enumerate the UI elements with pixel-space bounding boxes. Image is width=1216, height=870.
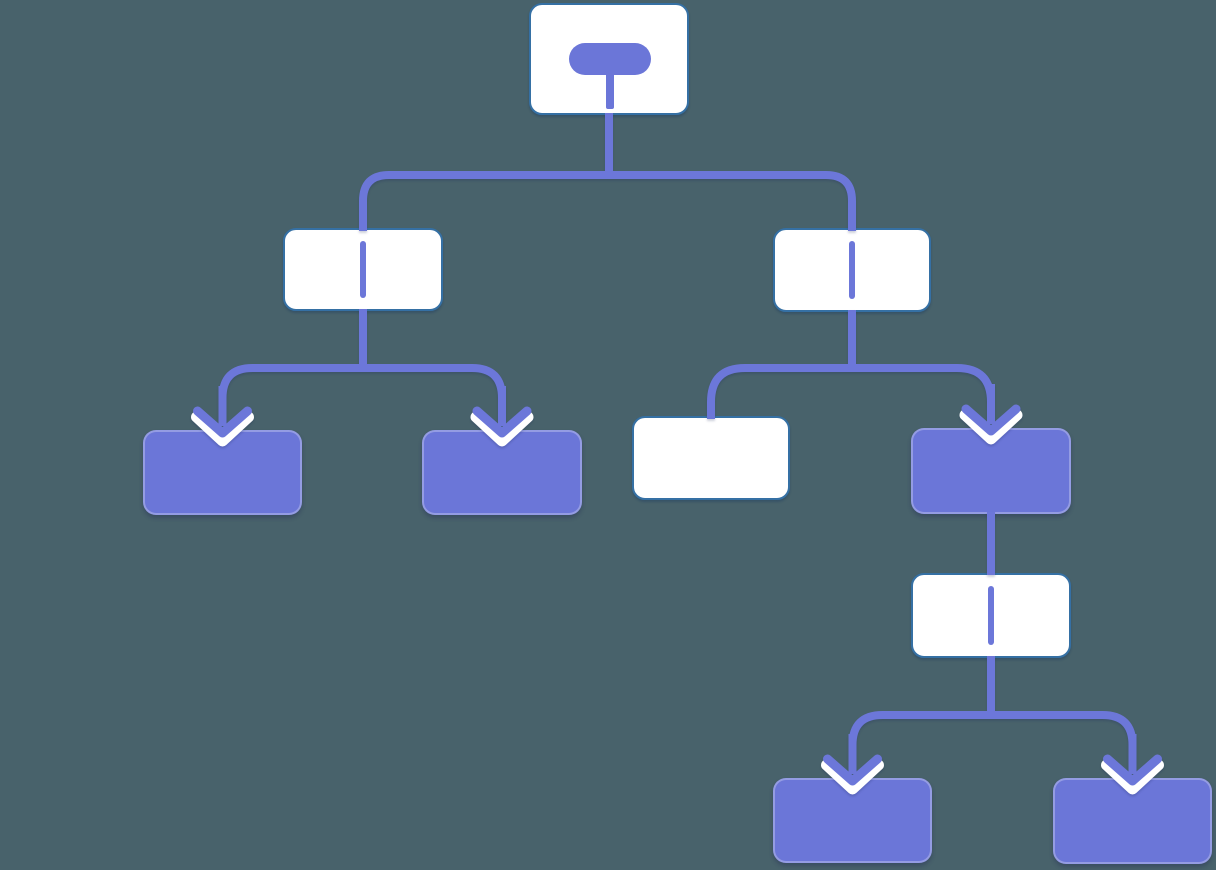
chevron-white-stroke	[821, 759, 884, 795]
chevron-double-down-icon	[821, 734, 884, 795]
chevron-white-stroke	[470, 411, 534, 447]
root-pill-icon	[569, 43, 651, 109]
pass-through-line-icon	[988, 586, 994, 645]
chevron-purple-stroke	[193, 406, 252, 438]
connector-branch-left-children[interactable]	[218, 309, 506, 426]
connector-branch-lower-children[interactable]	[848, 656, 1137, 774]
chevron-double-down-icon	[959, 384, 1023, 445]
leaf-node-5[interactable]	[1053, 778, 1212, 864]
root-node[interactable]	[529, 3, 689, 115]
chevron-purple-stroke	[823, 754, 882, 786]
pass-through-line-icon	[360, 241, 366, 298]
connector-root-children[interactable]	[359, 113, 856, 231]
chevron-white-stroke	[1101, 759, 1164, 795]
connector-branch-right-children[interactable]	[707, 310, 995, 424]
branch-node-left[interactable]	[283, 228, 443, 311]
chevron-white-stroke	[959, 409, 1023, 445]
branch-node-right[interactable]	[773, 228, 931, 312]
chevron-purple-stroke	[472, 406, 532, 438]
chevron-double-down-icon	[1101, 734, 1164, 795]
chevron-purple-stroke	[961, 404, 1021, 436]
pass-through-line-icon	[849, 241, 855, 299]
chevron-double-down-icon	[470, 386, 534, 447]
chevron-purple-stroke	[1103, 754, 1162, 786]
plain-node[interactable]	[632, 416, 790, 500]
chevron-double-down-icon	[191, 386, 254, 447]
branch-node-lower[interactable]	[911, 573, 1071, 658]
chevron-white-stroke	[191, 411, 254, 447]
leaf-node-4[interactable]	[773, 778, 932, 863]
